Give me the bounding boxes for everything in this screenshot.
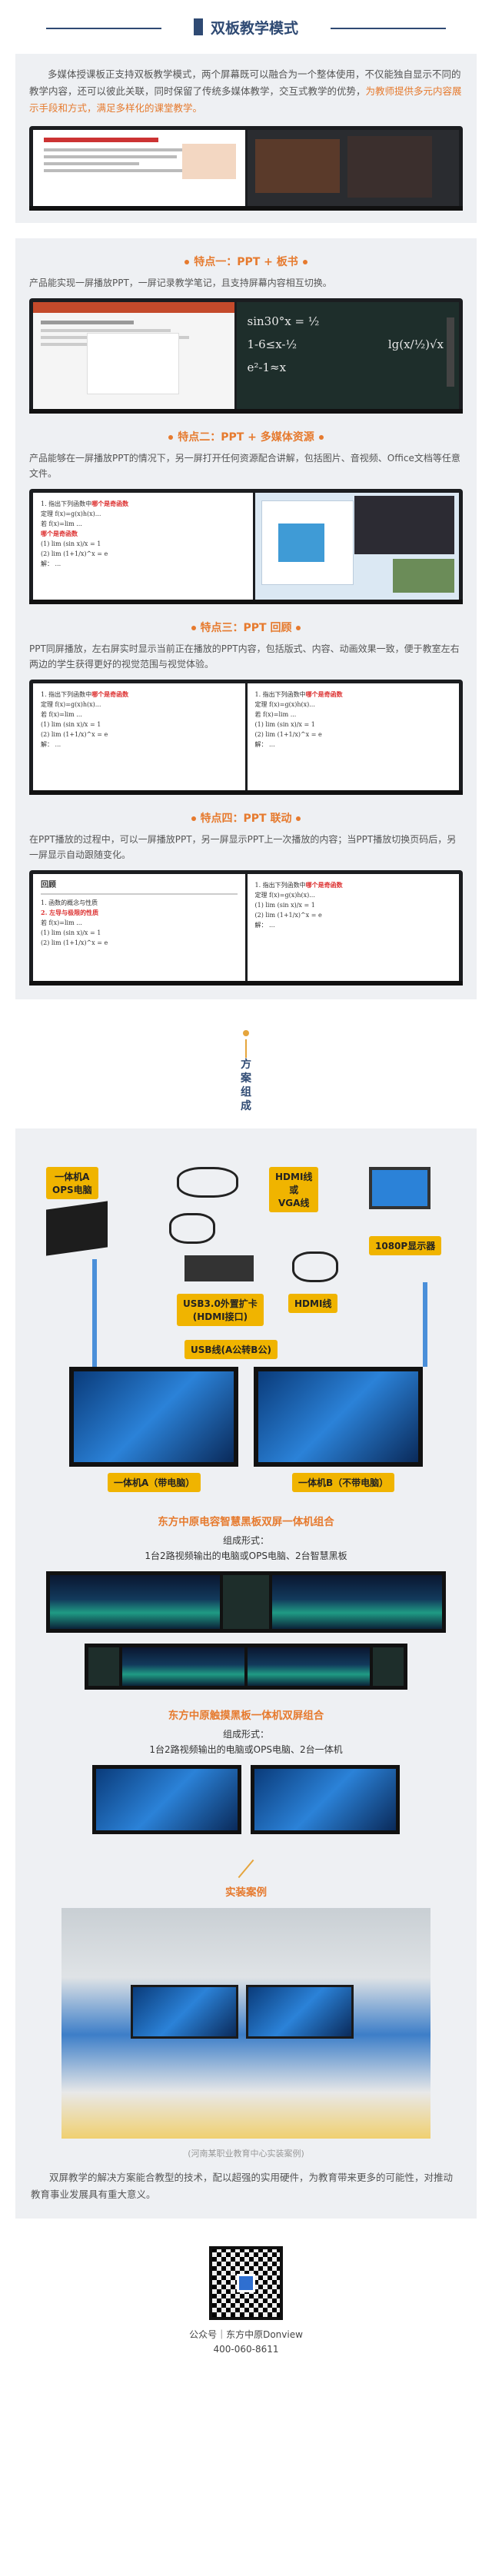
feature-4-screen: 回顾 1. 函数的概念与性质 2. 左导与极限的性质 若 f(x)=lim ..… [29,870,463,986]
feature-2-math-slide: 1. 指出下列函数中哪个是奇函数 定理 f(x)=g(x)h(x)... 若 f… [33,493,253,600]
label-1080p: 1080P显示器 [369,1236,442,1255]
feature-3-desc: PPT同屏播放，左右屏实时显示当前正在播放的PPT内容，包括版式、内容、动画效果… [29,643,460,670]
feature-4-title: 特点四：PPT 联动 [29,810,463,826]
case-decoration [238,1859,254,1879]
label-usb: USB线(A公转B公) [184,1340,278,1359]
feature-4-desc: 在PPT播放的过程中，可以一屏播放PPT，另一屏显示PPT上一次播放的内容；当P… [29,834,457,860]
board-line-2: 1-6≤x-½ [247,337,298,351]
page-title: 双板教学模式 [210,19,298,37]
case-title: 实装案例 [225,1886,267,1899]
features-section: 特点一：PPT + 板书 产品能实现一屏播放PPT，一屏记录教学笔记，且支持屏幕… [15,238,477,999]
intro-text: 多媒体授课板正支持双板教学模式，两个屏幕既可以融合为一个整体使用，不仅能独自显示… [29,66,463,117]
board-line-1: sin30°x = ½ [247,314,320,328]
section-2-title: 方 案 组 成 [241,1059,251,1112]
footer: 公众号｜东方中原Donview 400-060-8611 [0,2219,492,2375]
arrow-right-vertical [423,1282,427,1367]
dot-icon [296,626,301,630]
feature-2-desc: 产品能够在一屏播放PPT的情况下，另一屏打开任何资源配合讲解，包括图片、音视频、… [29,453,460,479]
page: 双板教学模式 多媒体授课板正支持双板教学模式，两个屏幕既可以融合为一个整体使用，… [0,0,492,2375]
dot-icon [296,816,301,821]
screen-a [69,1367,238,1467]
combo-2-sub: 1台2路视频输出的电脑或OPS电脑、2台一体机 [149,1744,343,1755]
dual-screen-intro [29,126,463,211]
case-photo [62,1908,430,2139]
footer-account: 公众号｜东方中原Donview [189,2329,303,2340]
connection-diagram: 一体机A OPS电脑 HDMI线 或 VGA线 1080P显示器 USB3.0外… [15,1144,477,1505]
combo-2-sub-title: 组成形式： [222,1729,269,1740]
intro-right-screen [247,130,459,207]
feature-4-left-slide: 回顾 1. 函数的概念与性质 2. 左导与极限的性质 若 f(x)=lim ..… [33,874,245,982]
intro-text-a: 多媒体授课板正支持双板教学模式，两个屏幕既可以融合为一个整体使用，不仅能独自显示… [29,68,461,97]
diagram-section: 一体机A OPS电脑 HDMI线 或 VGA线 1080P显示器 USB3.0外… [15,1128,477,2219]
header-rule-right [331,28,446,29]
label-ops: 一体机A OPS电脑 [46,1167,98,1199]
combo-2-image [92,1765,400,1834]
pin-line [245,1039,247,1058]
cable-hdmi2-icon [292,1251,338,1282]
board-line-4: e²-1≈x [247,361,287,374]
feature-2-title: 特点二：PPT + 多媒体资源 [29,429,463,444]
feature-3-title: 特点三：PPT 回顾 [29,620,463,635]
intro-text-highlight: 为教师提供多元内容展示手段和方式，满足多样化的课堂教学。 [29,85,462,114]
label-hdmi-vga: HDMI线 或 VGA线 [269,1167,319,1212]
header-title-box: 双板教学模式 [182,12,309,42]
board-toolbar[interactable] [447,317,454,387]
feature-2-media [254,493,459,600]
board-line-3: lg(x/½)√x [387,337,444,351]
screen-b [254,1367,423,1467]
dot-icon [302,260,308,264]
dot-icon [184,260,190,264]
feature-1-screen: sin30°x = ½ 1-6≤x-½ e²-1≈x lg(x/½)√x [29,298,463,414]
qr-code[interactable] [209,2246,283,2320]
feature-3-screen: 1. 指出下列函数中哪个是奇函数 定理 f(x)=g(x)h(x)... 若 f… [29,680,463,795]
label-screen-b: 一体机B（不带电脑） [292,1473,395,1492]
section-2-label: 方 案 组 成 [0,999,492,1128]
hub-icon [184,1255,254,1281]
combo-1-image-b [85,1644,407,1690]
intro-left-screen [33,130,245,207]
ops-box-icon [46,1201,108,1256]
header: 双板教学模式 [0,0,492,54]
feature-3-right-slide: 1. 指出下列函数中哪个是奇函数 定理 f(x)=g(x)h(x)... 若 f… [247,683,459,791]
monitor-icon [369,1167,430,1209]
cable-hdmi-icon [177,1167,238,1198]
feature-1-desc: 产品能实现一屏播放PPT，一屏记录教学笔记，且支持屏幕内容相互切换。 [29,278,332,288]
feature-2-screen: 1. 指出下列函数中哪个是奇函数 定理 f(x)=g(x)h(x)... 若 f… [29,489,463,604]
footer-phone: 400-060-8611 [213,2344,279,2355]
feature-1-title: 特点一：PPT + 板书 [29,254,463,269]
feature-3-left-slide: 1. 指出下列函数中哪个是奇函数 定理 f(x)=g(x)h(x)... 若 f… [33,683,245,791]
header-rule-left [46,28,161,29]
dot-icon [318,435,324,440]
arrow-vertical [92,1259,97,1367]
dot-icon [191,816,196,821]
case-caption: (河南某职业教育中心实装案例) [188,2149,304,2159]
combo-1-sub: 1台2路视频输出的电脑或OPS电脑、2台智慧黑板 [145,1551,347,1561]
intro-section: 多媒体授课板正支持双板教学模式，两个屏幕既可以融合为一个整体使用，不仅能独自显示… [15,54,477,223]
pin-dot-icon [243,1030,249,1036]
dot-icon [191,626,196,630]
label-hdmi: HDMI线 [288,1294,338,1313]
header-mark [193,18,203,35]
feature-1-blackboard: sin30°x = ½ 1-6≤x-½ e²-1≈x lg(x/½)√x [236,302,459,410]
label-screen-a: 一体机A（带电脑） [108,1473,201,1492]
combo-2-title: 东方中原触摸黑板一体机双屏组合 [168,1710,324,1722]
cable-usb-icon [169,1213,215,1244]
feature-1-ppt [33,302,234,410]
label-usb-hub: USB3.0外置扩卡 (HDMI接口) [177,1294,264,1326]
combo-1-image-a [46,1571,446,1633]
combo-1-title: 东方中原电容智慧黑板双屏一体机组合 [158,1516,334,1528]
combo-1-sub-title: 组成形式： [222,1535,269,1546]
footer-text: 双屏教学的解决方案能合教型的技术，配以超强的实用硬件，为教育带来更多的可能性，对… [31,2172,454,2200]
dot-icon [168,435,174,440]
feature-4-right-slide: 1. 指出下列函数中哪个是奇函数 定理 f(x)=g(x)h(x)... (1)… [247,874,459,982]
